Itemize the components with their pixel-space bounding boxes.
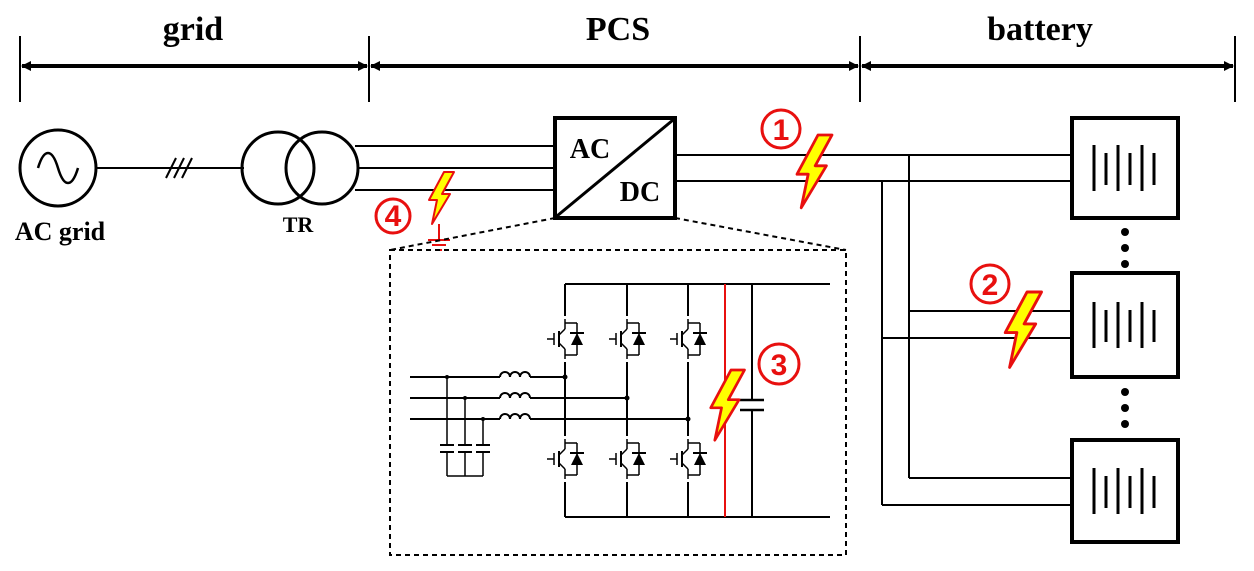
lightning-fault-icon	[1003, 290, 1043, 369]
ground-icon	[428, 224, 450, 251]
section-label-pcs: PCS	[586, 11, 650, 48]
converter-detail-callout	[389, 217, 847, 556]
lightning-fault-icon	[709, 368, 746, 442]
fault-number-3: 3	[771, 349, 788, 382]
battery-icon	[1070, 271, 1180, 379]
transformer-label: TR	[283, 212, 315, 237]
lightning-fault-icon	[428, 171, 455, 225]
ac-bus-lines	[355, 145, 555, 191]
transformer-icon	[240, 130, 360, 206]
section-label-battery: battery	[987, 11, 1093, 48]
ac-source-icon	[18, 128, 98, 208]
battery-icon	[1070, 438, 1180, 544]
ac-dc-converter-icon	[553, 116, 677, 220]
fault-4: 4	[374, 171, 455, 251]
section-headers: grid PCS battery	[19, 11, 1236, 102]
ac-grid-label: AC grid	[15, 217, 106, 246]
fault-number-1: 1	[773, 114, 790, 147]
dc-bus-lines	[675, 154, 1072, 506]
battery-continuation-dots	[1121, 228, 1129, 428]
inverter-schematic	[410, 283, 830, 518]
fault-number-4: 4	[385, 200, 402, 233]
fault-1: 1	[760, 108, 834, 210]
section-label-grid: grid	[163, 11, 224, 48]
fault-2: 2	[969, 263, 1043, 369]
fault-3: 3	[709, 284, 801, 517]
converter-ac-label: AC	[570, 134, 610, 165]
lightning-fault-icon	[795, 133, 834, 210]
converter-dc-label: DC	[620, 177, 660, 208]
battery-icon	[1070, 116, 1180, 220]
three-phase-marks	[165, 157, 193, 179]
fault-number-2: 2	[982, 269, 999, 302]
